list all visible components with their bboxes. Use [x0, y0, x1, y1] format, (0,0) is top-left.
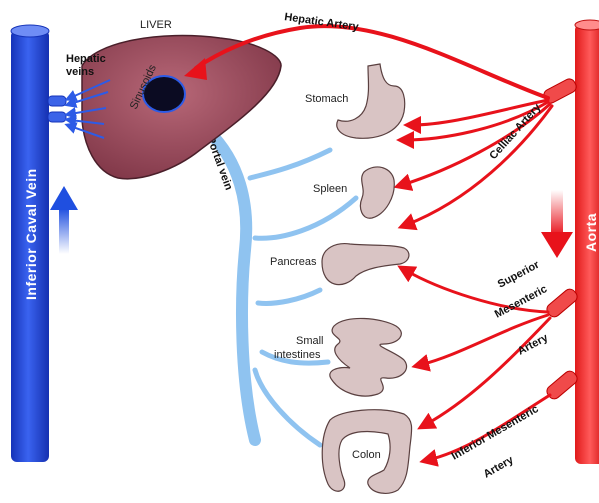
stomach-label: Stomach	[305, 93, 348, 105]
liver-label: LIVER	[140, 19, 172, 31]
inferior-caval-vein-label: Inferior Caval Vein	[23, 168, 39, 300]
up-arrow-icon	[50, 186, 78, 254]
hepatic-vein-stubs	[48, 96, 66, 122]
spleen-label: Spleen	[313, 183, 347, 195]
inferior-mesenteric-label-line1: Inferior Mesenteric	[450, 403, 541, 463]
inferior-mesenteric-label-line2: Artery	[482, 454, 517, 481]
inferior-mesenteric-artery: Inferior Mesenteric Artery	[428, 395, 550, 481]
spleen: Spleen	[313, 167, 394, 218]
pancreas: Pancreas	[270, 244, 409, 285]
aorta-label: Aorta	[583, 213, 599, 252]
pancreas-label: Pancreas	[270, 256, 317, 268]
hepatic-veins-label-line1: Hepatic	[66, 53, 106, 65]
small-intestines-label-line1: Small	[296, 335, 324, 347]
small-intestines: Small intestines	[274, 318, 407, 396]
small-intestines-label-line2: intestines	[274, 349, 321, 361]
stomach: Stomach	[305, 64, 405, 138]
superior-mesenteric-label-line1: Superior	[496, 258, 542, 290]
down-arrow-icon	[541, 190, 573, 258]
hepatic-veins-label-line2: veins	[66, 66, 94, 78]
colon: Colon	[322, 410, 411, 494]
aorta: Aorta	[575, 20, 599, 464]
inferior-caval-vein: Inferior Caval Vein	[11, 25, 49, 462]
portal-vein: Portal vein	[185, 112, 255, 440]
celiac-artery: Celliac Artery	[402, 100, 552, 225]
colon-label: Colon	[352, 449, 381, 461]
celiac-artery-label: Celliac Artery	[487, 101, 544, 162]
superior-mesenteric-artery: Superior Mesenteric Artery	[405, 258, 551, 425]
liver: LIVER Sinusoids	[82, 19, 281, 179]
